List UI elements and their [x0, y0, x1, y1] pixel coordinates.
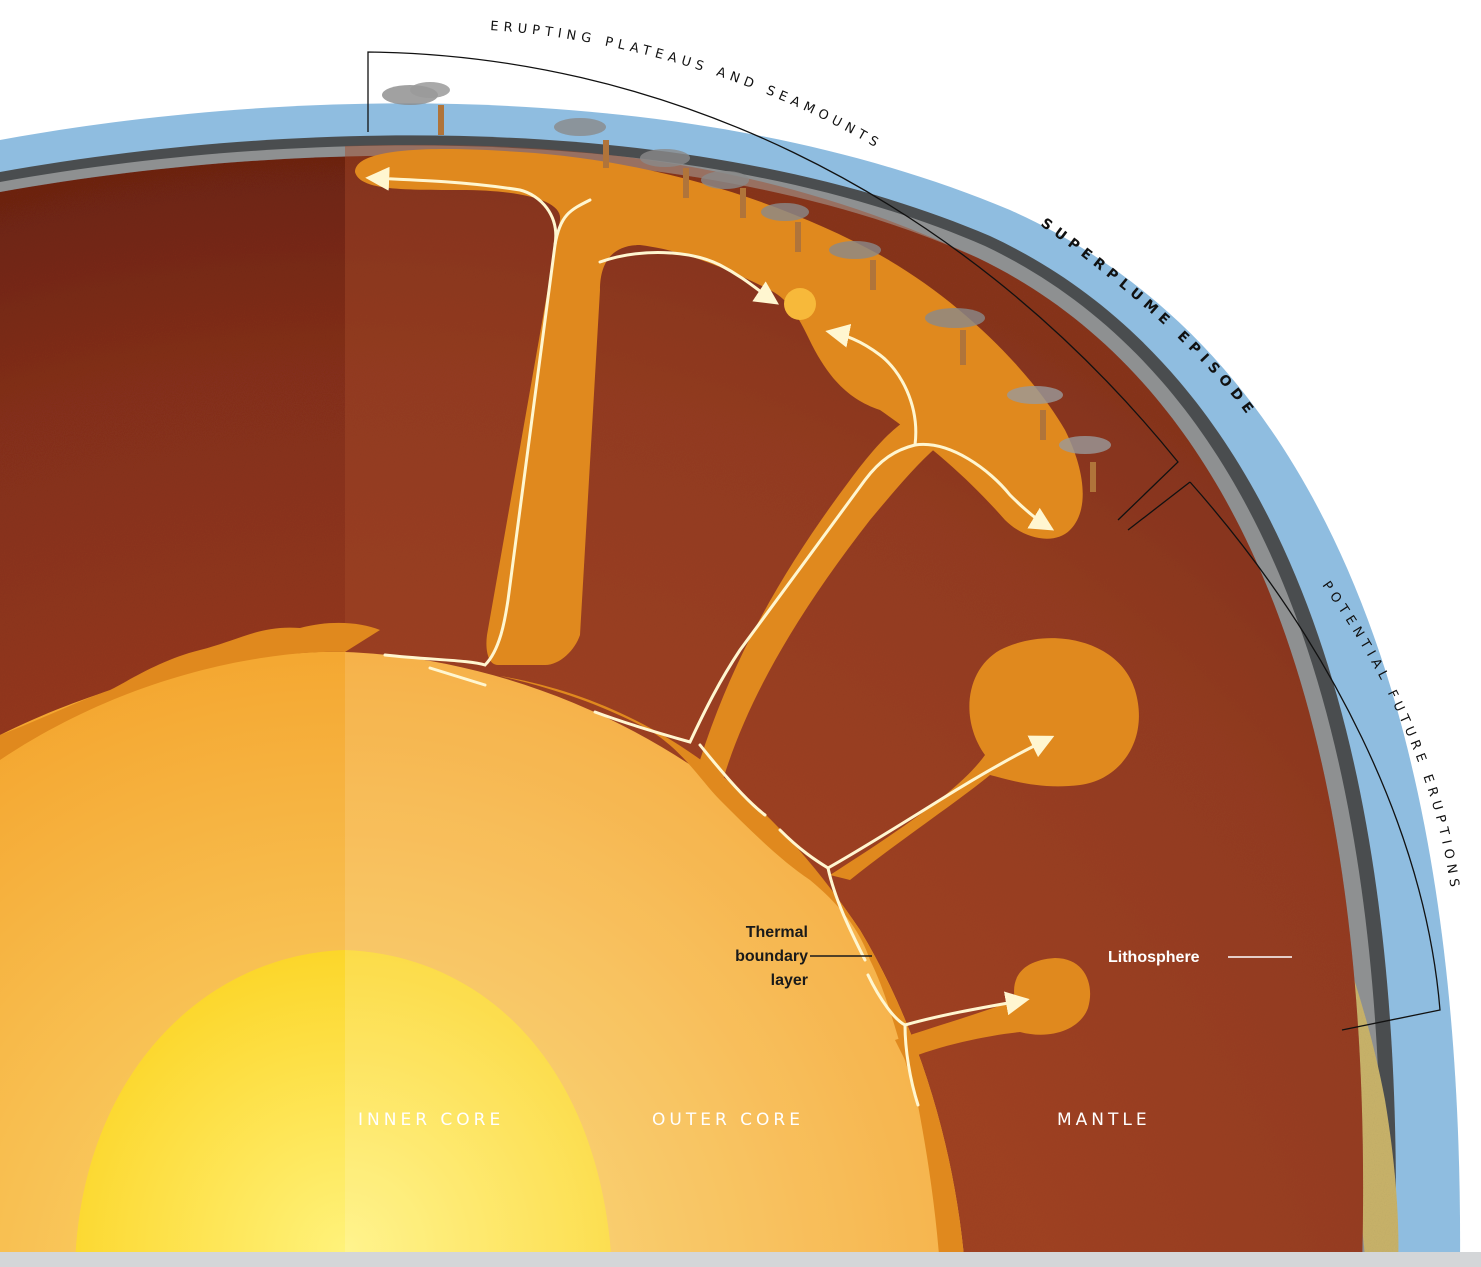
label-lithosphere: Lithosphere — [1108, 949, 1200, 966]
volcano-8 — [1007, 386, 1063, 440]
volcano-6 — [829, 241, 881, 290]
bracket-superplume — [1127, 481, 1191, 531]
flow-arrows — [365, 166, 1055, 1107]
inner-core — [75, 950, 612, 1267]
label-inner-core: INNER CORE — [358, 1110, 504, 1130]
volcano-9 — [1059, 436, 1111, 492]
volcanoes — [382, 82, 1111, 492]
volcano-7 — [925, 308, 985, 365]
volcano-4 — [701, 171, 749, 218]
thermal-boundary-band — [0, 622, 380, 760]
volcano-3 — [640, 149, 690, 198]
label-thermal-line1: Thermal — [746, 924, 808, 941]
bottom-band — [0, 1252, 1481, 1267]
label-outer-core: OUTER CORE — [652, 1110, 804, 1130]
thermal-boundary-band-right — [500, 676, 965, 1267]
volcano-5 — [761, 203, 809, 252]
hot-spot — [784, 288, 816, 320]
inner-core-cutaway-face — [345, 950, 612, 1267]
bracket-erupting — [367, 51, 1179, 521]
superplume — [355, 149, 1139, 1060]
label-thermal-line2: boundary — [735, 948, 808, 965]
bracket-future — [1189, 481, 1441, 1031]
label-mantle: MANTLE — [1057, 1110, 1151, 1130]
label-thermal-line3: layer — [771, 972, 808, 989]
volcano-2 — [554, 118, 609, 168]
volcano-1 — [382, 82, 450, 135]
